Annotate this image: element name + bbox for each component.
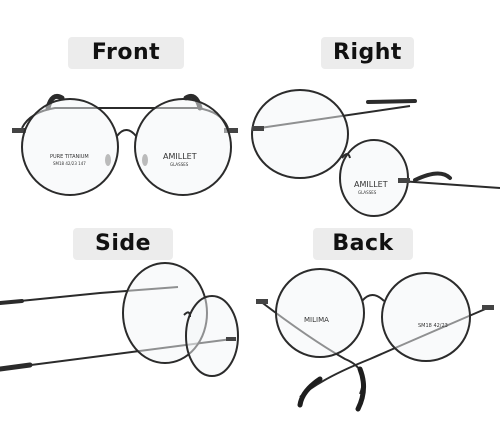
back-right-lens-code: SM18 42/23 [418,323,448,329]
right-lens-sub: GLASSES [358,190,377,195]
back-view-label: Back [313,228,413,260]
right-view-panel: Right AMILLET GLASSES [250,0,500,219]
back-left-lens-brand: MILIMA [304,316,329,324]
back-view-panel: Back MILIMA SM18 42/23 [250,219,500,438]
front-view-panel: Front PURE TITANIUM SM18 42/23 147 AMILL… [0,0,250,219]
side-view-panel: Side [0,219,250,438]
front-right-lens-sub: GLASSES [170,162,189,167]
right-view-label: Right [321,37,414,69]
right-lens-brand: AMILLET [354,180,388,189]
front-left-lens-imprint: PURE TITANIUM [50,154,89,160]
front-right-lens-brand: AMILLET [163,152,197,161]
front-view-label: Front [68,37,184,69]
back-glasses-image: MILIMA SM18 42/23 [256,268,494,412]
side-view-label: Side [73,228,173,260]
right-glasses-image: AMILLET GLASSES [251,89,500,217]
front-left-lens-code: SM18 42/23 147 [53,161,86,166]
front-glasses-image: PURE TITANIUM SM18 42/23 147 AMILLET GLA… [12,93,238,196]
side-glasses-image [0,262,239,377]
